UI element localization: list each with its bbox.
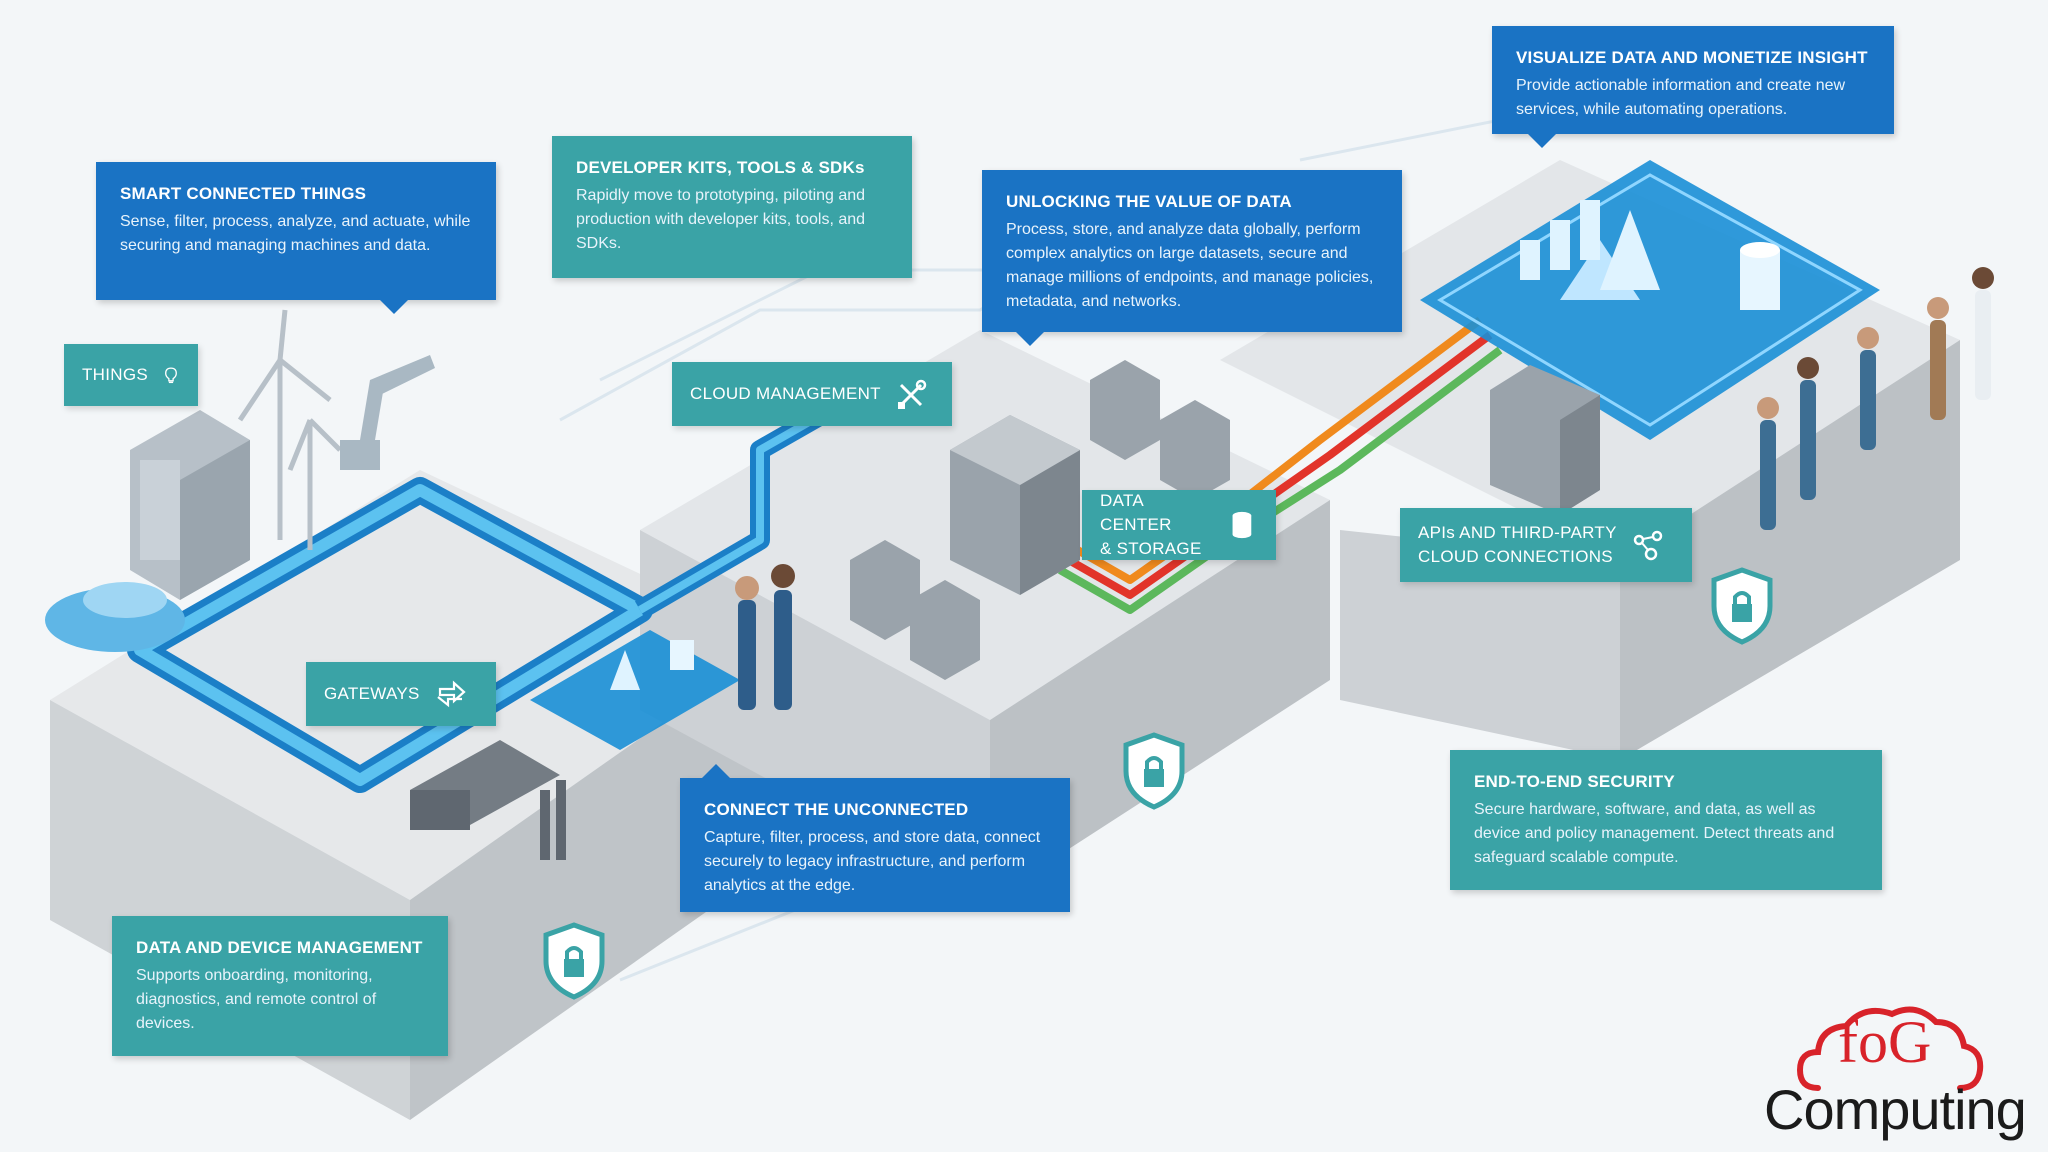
callout-title: UNLOCKING THE VALUE OF DATA: [1006, 192, 1378, 212]
label-data-center-storage: DATA CENTER & STORAGE: [1082, 490, 1276, 560]
callout-body: Process, store, and analyze data globall…: [1006, 218, 1378, 314]
label-cloud-management: CLOUD MANAGEMENT: [672, 362, 952, 426]
callout-visualize-data: VISUALIZE DATA AND MONETIZE INSIGHT Prov…: [1492, 26, 1894, 134]
callout-developer-kits: DEVELOPER KITS, TOOLS & SDKs Rapidly mov…: [552, 136, 912, 278]
gateway-arrows-icon: [434, 677, 468, 711]
label-things: THINGS: [64, 344, 198, 406]
label-text-group: DATA CENTER & STORAGE: [1100, 489, 1212, 561]
wind-turbines: [240, 310, 340, 550]
callout-body: Rapidly move to prototyping, piloting an…: [576, 184, 888, 256]
callout-body: Sense, filter, process, analyze, and act…: [120, 210, 472, 258]
callout-unlocking-value: UNLOCKING THE VALUE OF DATA Process, sto…: [982, 170, 1402, 332]
label-text-line2: CLOUD CONNECTIONS: [1418, 545, 1617, 569]
callout-pointer: [702, 764, 730, 778]
logo-brand-text: foG: [1838, 1012, 1931, 1072]
callout-pointer: [1016, 332, 1044, 346]
shield-lock-icon: [1126, 735, 1182, 807]
factory-building: [130, 410, 250, 600]
label-text-line1: DATA CENTER: [1100, 489, 1212, 537]
callout-end-to-end-security: END-TO-END SECURITY Secure hardware, sof…: [1450, 750, 1882, 890]
callout-body: Supports onboarding, monitoring, diagnos…: [136, 964, 424, 1036]
database-icon: [1226, 508, 1258, 542]
callout-body: Provide actionable information and creat…: [1516, 74, 1870, 122]
fog-computing-logo: foG Computing: [1760, 1000, 2045, 1148]
connected-car: [45, 582, 185, 652]
label-gateways: GATEWAYS: [306, 662, 496, 726]
robot-arm: [340, 355, 435, 470]
lightbulb-icon: [162, 358, 180, 392]
callout-title: CONNECT THE UNCONNECTED: [704, 800, 1046, 820]
logo-word-text: Computing: [1764, 1080, 2026, 1140]
callout-body: Secure hardware, software, and data, as …: [1474, 798, 1858, 870]
callout-title: END-TO-END SECURITY: [1474, 772, 1858, 792]
label-text-group: APIs AND THIRD-PARTY CLOUD CONNECTIONS: [1418, 521, 1617, 569]
label-text: CLOUD MANAGEMENT: [690, 384, 881, 404]
callout-connect-unconnected: CONNECT THE UNCONNECTED Capture, filter,…: [680, 778, 1070, 912]
callout-title: DEVELOPER KITS, TOOLS & SDKs: [576, 158, 888, 178]
callout-title: VISUALIZE DATA AND MONETIZE INSIGHT: [1516, 48, 1870, 68]
label-apis-third-party: APIs AND THIRD-PARTY CLOUD CONNECTIONS: [1400, 508, 1692, 582]
label-text-line2: & STORAGE: [1100, 537, 1212, 561]
callout-pointer: [1528, 134, 1556, 148]
shield-lock-icon: [546, 925, 602, 997]
callout-smart-connected-things: SMART CONNECTED THINGS Sense, filter, pr…: [96, 162, 496, 300]
shield-lock-icon: [1714, 570, 1770, 642]
label-text-line1: APIs AND THIRD-PARTY: [1418, 521, 1617, 545]
callout-title: SMART CONNECTED THINGS: [120, 184, 472, 204]
callout-title: DATA AND DEVICE MANAGEMENT: [136, 938, 424, 958]
network-nodes-icon: [1631, 528, 1665, 562]
tools-icon: [895, 377, 929, 411]
callout-body: Capture, filter, process, and store data…: [704, 826, 1046, 898]
callout-data-device-management: DATA AND DEVICE MANAGEMENT Supports onbo…: [112, 916, 448, 1056]
label-text: GATEWAYS: [324, 684, 420, 704]
label-text: THINGS: [82, 365, 148, 385]
callout-pointer: [380, 300, 408, 314]
